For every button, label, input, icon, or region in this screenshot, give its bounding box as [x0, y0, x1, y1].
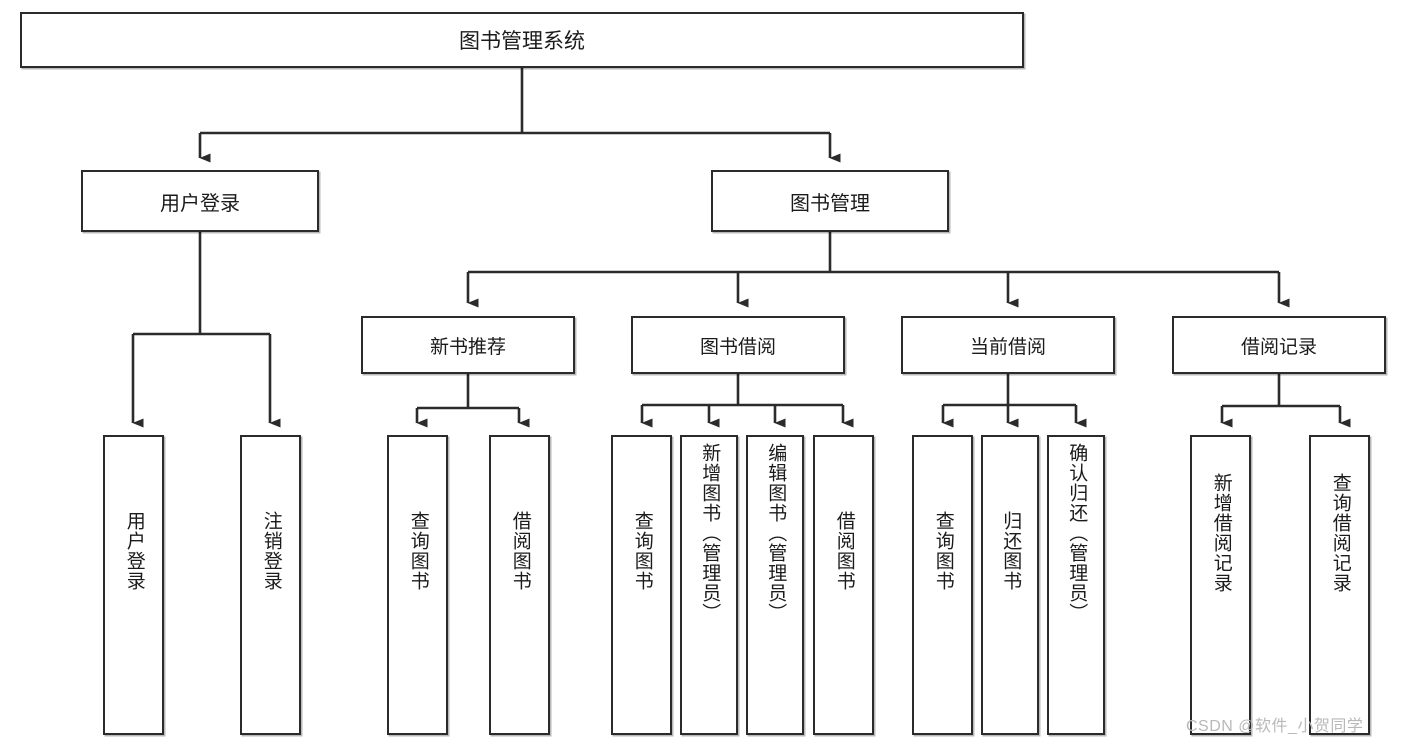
node-label: 图书管理: [790, 192, 870, 215]
node-user-login[interactable]: 用户登录: [81, 170, 319, 232]
leaf-query-book-current[interactable]: 查询图书: [912, 435, 973, 735]
leaf-label: 新增图书（管理员）: [699, 443, 721, 623]
leaf-add-book-admin[interactable]: 新增图书（管理员）: [680, 435, 738, 735]
leaf-label: 归还图书: [1000, 511, 1022, 591]
leaf-label: 新增借阅记录: [1210, 473, 1232, 593]
node-label: 用户登录: [160, 192, 240, 215]
leaf-borrow-book-recommend[interactable]: 借阅图书: [489, 435, 550, 735]
leaf-query-borrow-record[interactable]: 查询借阅记录: [1309, 435, 1370, 735]
leaf-label: 确认归还（管理员）: [1066, 443, 1088, 623]
leaf-borrow-book-borrow[interactable]: 借阅图书: [813, 435, 874, 735]
node-borrow-record[interactable]: 借阅记录: [1172, 316, 1386, 374]
node-new-book-recommend[interactable]: 新书推荐: [361, 316, 575, 374]
leaf-label: 编辑图书（管理员）: [765, 443, 787, 623]
leaf-label: 查询图书: [631, 511, 653, 591]
leaf-label: 注销登录: [260, 511, 282, 591]
leaf-label: 借阅图书: [509, 511, 531, 591]
node-book-manage[interactable]: 图书管理: [711, 170, 949, 232]
leaf-label: 查询图书: [407, 511, 429, 591]
node-label: 图书管理系统: [459, 30, 585, 53]
leaf-return-book[interactable]: 归还图书: [981, 435, 1039, 735]
leaf-label: 用户登录: [123, 511, 145, 591]
node-label: 新书推荐: [429, 336, 506, 358]
leaf-user-login[interactable]: 用户登录: [103, 435, 164, 735]
leaf-edit-book-admin[interactable]: 编辑图书（管理员）: [746, 435, 804, 735]
leaf-query-book-recommend[interactable]: 查询图书: [387, 435, 448, 735]
leaf-query-book-borrow[interactable]: 查询图书: [611, 435, 672, 735]
node-book-borrow[interactable]: 图书借阅: [631, 316, 845, 374]
leaf-confirm-return-admin[interactable]: 确认归还（管理员）: [1047, 435, 1105, 735]
node-current-borrow[interactable]: 当前借阅: [901, 316, 1115, 374]
node-label: 当前借阅: [969, 336, 1046, 358]
node-label: 借阅记录: [1240, 336, 1317, 358]
leaf-label: 借阅图书: [833, 511, 855, 591]
node-root-system[interactable]: 图书管理系统: [20, 12, 1024, 68]
leaf-add-borrow-record[interactable]: 新增借阅记录: [1190, 435, 1251, 735]
node-label: 图书借阅: [699, 336, 776, 358]
leaf-logout-login[interactable]: 注销登录: [240, 435, 301, 735]
leaf-label: 查询借阅记录: [1329, 473, 1351, 593]
leaf-label: 查询图书: [932, 511, 954, 591]
